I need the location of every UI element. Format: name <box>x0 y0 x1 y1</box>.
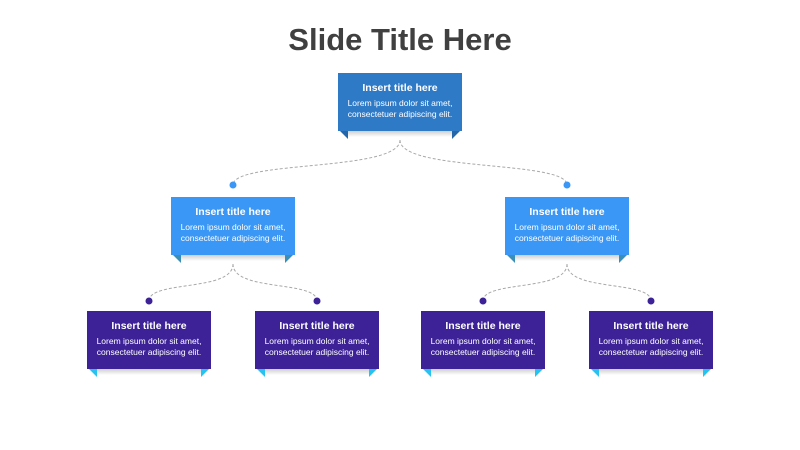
connector-top-left <box>232 139 401 186</box>
connector-midright-1 <box>482 263 568 302</box>
node-bottom-1: Insert title here Lorem ipsum dolor sit … <box>87 311 211 377</box>
slide-title: Slide Title Here <box>288 22 512 57</box>
node-mid-left: Insert title here Lorem ipsum dolor sit … <box>171 197 295 263</box>
node-card: Insert title here Lorem ipsum dolor sit … <box>505 197 629 255</box>
connector-midleft-1 <box>148 263 234 302</box>
node-text: Lorem ipsum dolor sit amet, consectetuer… <box>598 336 704 357</box>
ribbon-tab <box>285 253 295 263</box>
node-card: Insert title here Lorem ipsum dolor sit … <box>255 311 379 369</box>
node-card: Insert title here Lorem ipsum dolor sit … <box>421 311 545 369</box>
node-text: Lorem ipsum dolor sit amet, consectetuer… <box>180 222 286 243</box>
connector-dot <box>145 297 153 305</box>
node-bottom-4: Insert title here Lorem ipsum dolor sit … <box>589 311 713 377</box>
connector-dot <box>229 181 237 189</box>
ribbon-tab <box>369 367 379 377</box>
node-title: Insert title here <box>279 320 355 332</box>
node-mid-right: Insert title here Lorem ipsum dolor sit … <box>505 197 629 263</box>
node-title: Insert title here <box>195 206 271 218</box>
ribbon-tab <box>619 253 629 263</box>
node-text: Lorem ipsum dolor sit amet, consectetuer… <box>264 336 370 357</box>
node-text: Lorem ipsum dolor sit amet, consectetuer… <box>430 336 536 357</box>
node-title: Insert title here <box>445 320 521 332</box>
node-card: Insert title here Lorem ipsum dolor sit … <box>171 197 295 255</box>
connector-dot <box>479 297 487 305</box>
node-title: Insert title here <box>529 206 605 218</box>
node-card: Insert title here Lorem ipsum dolor sit … <box>589 311 713 369</box>
ribbon-tab <box>535 367 545 377</box>
node-card: Insert title here Lorem ipsum dolor sit … <box>338 73 462 131</box>
ribbon-tab <box>338 129 348 139</box>
ribbon-tab <box>703 367 713 377</box>
ribbon-tab <box>171 253 181 263</box>
node-title: Insert title here <box>362 82 438 94</box>
node-bottom-3: Insert title here Lorem ipsum dolor sit … <box>421 311 545 377</box>
node-text: Lorem ipsum dolor sit amet, consectetuer… <box>347 98 453 119</box>
ribbon-tab <box>452 129 462 139</box>
connector-dot <box>313 297 321 305</box>
connector-midleft-2 <box>232 263 318 302</box>
ribbon-tab <box>505 253 515 263</box>
ribbon-tab <box>421 367 431 377</box>
node-title: Insert title here <box>111 320 187 332</box>
ribbon-tab <box>255 367 265 377</box>
node-title: Insert title here <box>613 320 689 332</box>
node-top: Insert title here Lorem ipsum dolor sit … <box>338 73 462 139</box>
ribbon-tab <box>589 367 599 377</box>
node-bottom-2: Insert title here Lorem ipsum dolor sit … <box>255 311 379 377</box>
node-text: Lorem ipsum dolor sit amet, consectetuer… <box>514 222 620 243</box>
ribbon-tab <box>87 367 97 377</box>
ribbon-tab <box>201 367 211 377</box>
connector-dot <box>647 297 655 305</box>
node-card: Insert title here Lorem ipsum dolor sit … <box>87 311 211 369</box>
connector-dot <box>563 181 571 189</box>
connector-top-right <box>399 139 568 186</box>
node-text: Lorem ipsum dolor sit amet, consectetuer… <box>96 336 202 357</box>
connector-midright-2 <box>566 263 652 302</box>
